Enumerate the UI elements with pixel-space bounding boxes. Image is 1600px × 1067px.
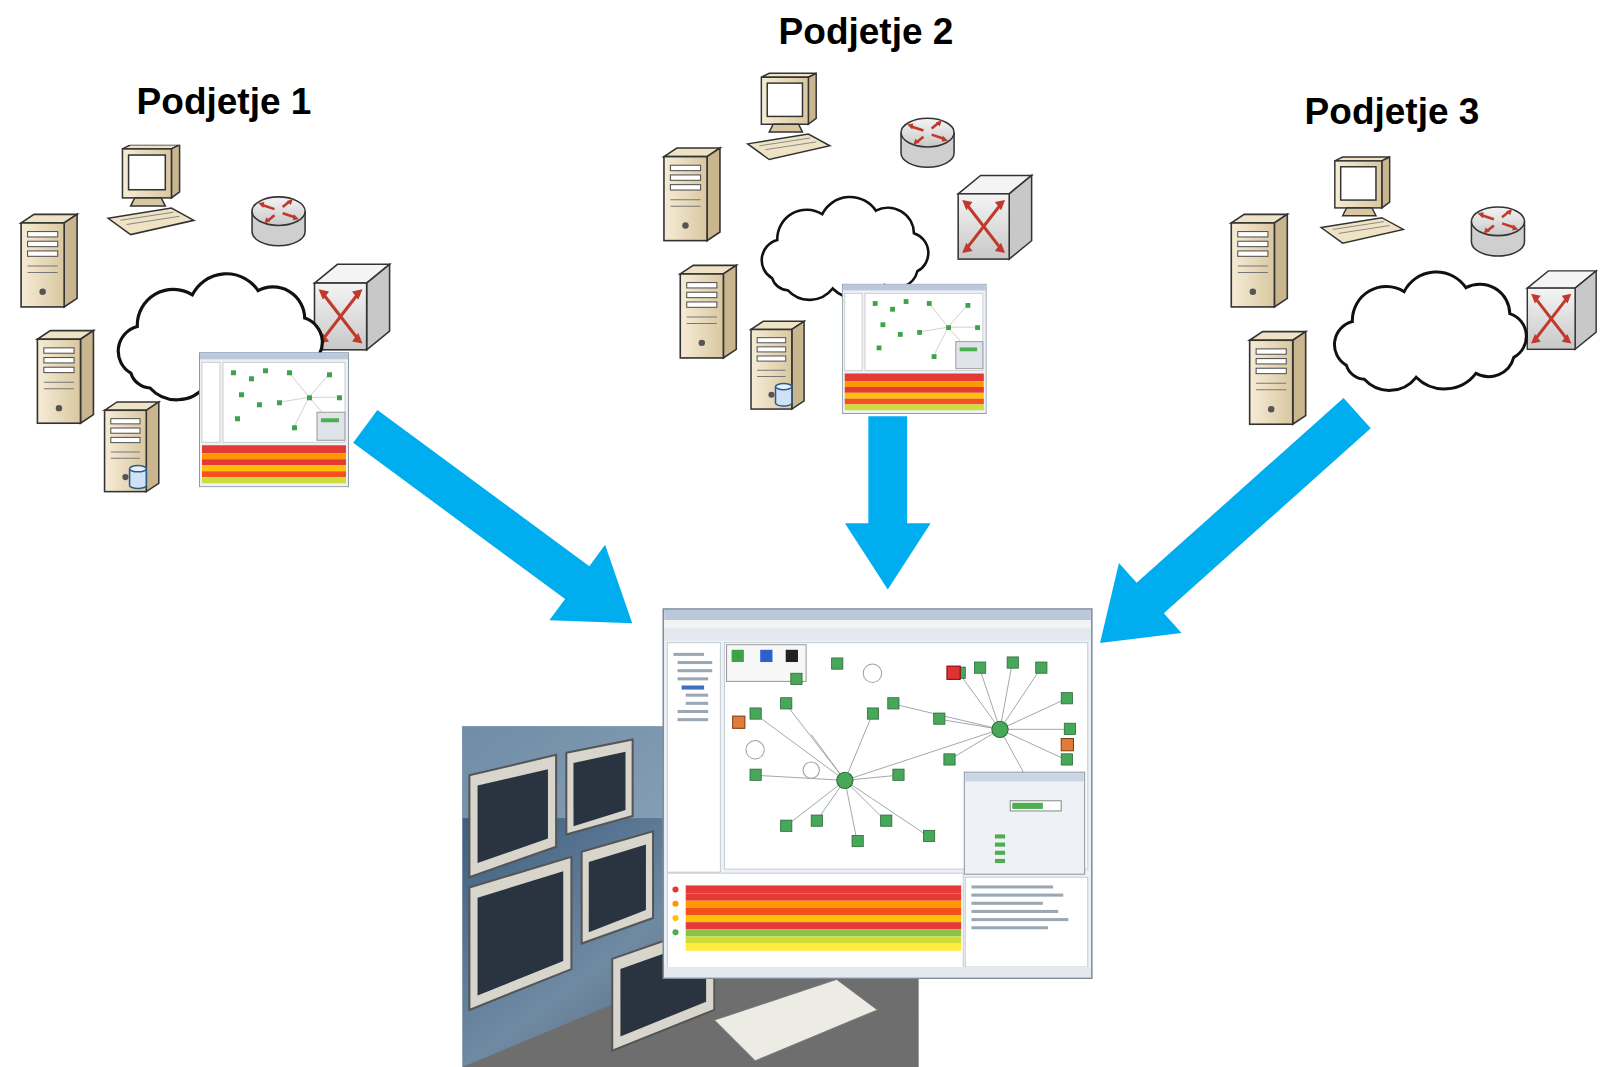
company-network — [664, 73, 1032, 413]
company-network — [21, 145, 390, 492]
flow-arrow — [337, 378, 1388, 678]
company-network — [1231, 157, 1596, 424]
company-label: Podjetje 3 — [1305, 92, 1480, 133]
monitoring-screenshot — [663, 609, 1092, 978]
company-label: Podjetje 2 — [779, 12, 954, 53]
company-label: Podjetje 1 — [137, 82, 312, 123]
